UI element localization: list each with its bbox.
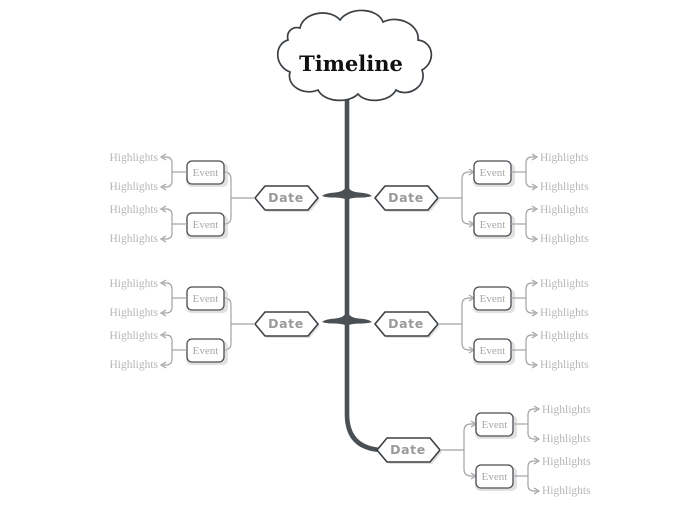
date-node-label: Date [268, 190, 304, 205]
branch-right-3: Date Event Event Highlights Highlights H… [375, 404, 591, 497]
branch-left-2: Date Event Event Highlights Highlights H… [109, 278, 347, 371]
event-node-label: Event [480, 167, 506, 179]
date-node-label: Date [390, 442, 426, 457]
highlight-label: Highlights [109, 181, 158, 193]
branch-right-2: Date Event Event Highlights Highlights H… [347, 278, 589, 371]
highlight-label: Highlights [540, 359, 589, 371]
event-node-label: Event [480, 219, 506, 231]
event-node-label: Event [193, 219, 219, 231]
highlight-label: Highlights [540, 330, 589, 342]
highlight-label: Highlights [540, 278, 589, 290]
event-node-label: Event [480, 345, 506, 357]
highlight-label: Highlights [542, 433, 591, 445]
branch-left-1: Date Event Event Highlights Highlights [109, 152, 347, 245]
event-node-left-1-1[interactable]: Event [186, 160, 228, 187]
highlight-label: Highlights [109, 152, 158, 164]
highlight-label: Highlights [540, 233, 589, 245]
central-trunk [344, 92, 382, 453]
event-node-label: Event [480, 293, 506, 305]
highlight-label: Highlights [109, 278, 158, 290]
highlight-label: Highlights [109, 233, 158, 245]
event-node-right-3-2[interactable]: Event [475, 464, 517, 491]
highlight-label: Highlights [109, 330, 158, 342]
date-node-left-1[interactable]: Date [253, 185, 320, 212]
highlight-label: Highlights [109, 359, 158, 371]
date-node-right-2[interactable]: Date [373, 311, 440, 338]
highlight-label: Highlights [542, 456, 591, 468]
highlight-label: Highlights [540, 181, 589, 193]
root-title: Timeline [299, 51, 403, 76]
highlight-label: Highlights [109, 307, 158, 319]
date-node-label: Date [388, 316, 424, 331]
highlight-label: Highlights [542, 404, 591, 416]
highlight-label: Highlights [109, 204, 158, 216]
date-node-label: Date [268, 316, 304, 331]
highlight-label: Highlights [542, 485, 591, 497]
date-node-label: Date [388, 190, 424, 205]
event-node-right-2-1[interactable]: Event [473, 286, 515, 313]
event-node-label: Event [193, 345, 219, 357]
highlight-label: Highlights [540, 152, 589, 164]
event-node-right-1-2[interactable]: Event [473, 212, 515, 239]
event-node-right-3-1[interactable]: Event [475, 412, 517, 439]
event-node-left-2-2[interactable]: Event [186, 338, 228, 365]
event-node-right-1-1[interactable]: Event [473, 160, 515, 187]
event-node-left-2-1[interactable]: Event [186, 286, 228, 313]
event-node-label: Event [193, 167, 219, 179]
event-node-label: Event [193, 293, 219, 305]
event-node-label: Event [482, 471, 508, 483]
date-node-left-2[interactable]: Date [253, 311, 320, 338]
event-node-left-1-2[interactable]: Event [186, 212, 228, 239]
event-node-label: Event [482, 419, 508, 431]
event-node-right-2-2[interactable]: Event [473, 338, 515, 365]
date-node-right-1[interactable]: Date [373, 185, 440, 212]
date-node-right-3[interactable]: Date [375, 437, 442, 464]
highlight-label: Highlights [540, 307, 589, 319]
root-node-timeline[interactable]: Timeline [276, 9, 433, 102]
highlight-label: Highlights [540, 204, 589, 216]
branch-right-1: Date Event Event Highlights Highlights H… [347, 152, 589, 245]
